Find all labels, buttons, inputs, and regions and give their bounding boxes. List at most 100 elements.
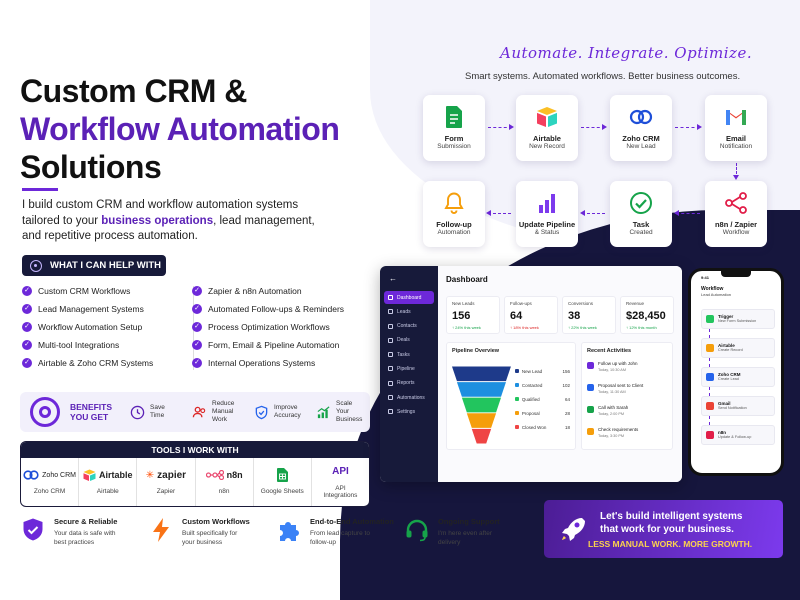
step-title: n8n bbox=[718, 429, 727, 435]
airtable-icon bbox=[537, 107, 557, 127]
arrow-icon bbox=[488, 124, 514, 130]
step-title: Zoho CRM bbox=[718, 371, 741, 377]
zoho-icon bbox=[706, 373, 714, 381]
check-icon: ✓ bbox=[22, 304, 32, 314]
nav-item-automations[interactable]: Automations bbox=[384, 391, 434, 404]
tool-name-l2: Integrations bbox=[323, 492, 358, 499]
nav-item-contacts[interactable]: Contacts bbox=[384, 320, 434, 333]
benefit-l1: Reduce bbox=[212, 400, 235, 407]
arrow-icon bbox=[674, 210, 700, 216]
stat-label: Revenue bbox=[626, 301, 645, 306]
tool-n8n: n8n n8n bbox=[196, 458, 254, 506]
stat-label: Conversions bbox=[568, 301, 594, 306]
funnel-segment bbox=[456, 382, 506, 397]
nav-item-pipeline[interactable]: Pipeline bbox=[384, 362, 434, 375]
benefits-title-l2: YOU GET bbox=[70, 412, 109, 422]
feature-desc-l2: best practices bbox=[54, 539, 95, 546]
step-sub: New Form Submission bbox=[718, 319, 757, 323]
step-title: Gmail bbox=[718, 400, 731, 406]
service-item: ✓Custom CRM Workflows bbox=[22, 286, 192, 296]
back-arrow-icon[interactable]: ← bbox=[389, 274, 397, 283]
nav-item-leads[interactable]: Leads bbox=[384, 305, 434, 318]
nav-item-settings[interactable]: Settings bbox=[384, 405, 434, 418]
intro-highlight: business operations bbox=[101, 214, 214, 227]
gmail-icon bbox=[706, 402, 714, 410]
nav-label: Leads bbox=[397, 308, 411, 315]
funnel-value: 28 bbox=[564, 410, 570, 416]
intro-text: I build custom CRM and workflow automati… bbox=[22, 198, 322, 245]
cta-subtext: LESS MANUAL WORK. MORE GROWTH. bbox=[588, 538, 753, 549]
dashboard-mockup: ← Dashboard Leads Contacts Deals Tasks P… bbox=[380, 266, 682, 482]
feature-desc: Your data is safe with bbox=[54, 530, 116, 537]
nav-item-tasks[interactable]: Tasks bbox=[384, 348, 434, 361]
tool-logo-text: Zoho CRM bbox=[42, 471, 76, 479]
phone-title: Workflow bbox=[701, 286, 724, 292]
workflow-sub: New Lead bbox=[626, 143, 656, 150]
check-icon: ✓ bbox=[192, 286, 202, 296]
nav-item-dashboard[interactable]: Dashboard bbox=[384, 291, 434, 304]
help-badge: WHAT I CAN HELP WITH bbox=[22, 255, 166, 276]
activity-title: Check requirements bbox=[598, 427, 639, 432]
nav-item-deals[interactable]: Deals bbox=[384, 334, 434, 347]
step-connector bbox=[709, 387, 710, 396]
activity-time: Today, 3:30 PM bbox=[598, 434, 625, 438]
stat-value: 38 bbox=[568, 310, 581, 322]
workflow-card-task: Task Created bbox=[610, 181, 672, 247]
step-connector bbox=[709, 329, 710, 338]
service-item: ✓Process Optimization Workflows bbox=[192, 322, 362, 332]
arrow-icon bbox=[486, 210, 511, 216]
service-item: ✓Automated Follow-ups & Reminders bbox=[192, 304, 362, 314]
feature-desc-l2: follow-up bbox=[310, 539, 337, 546]
check-circle-icon bbox=[630, 192, 652, 214]
n8n-icon bbox=[205, 470, 224, 481]
pipeline-title: Pipeline Overview bbox=[452, 348, 500, 354]
funnel-label: Closed Won bbox=[521, 424, 547, 430]
service-label: Workflow Automation Setup bbox=[38, 322, 143, 332]
check-icon: ✓ bbox=[22, 358, 32, 368]
trigger-icon bbox=[706, 315, 714, 323]
bell-icon bbox=[444, 192, 464, 214]
workflow-card-zoho: Zoho CRM New Lead bbox=[610, 95, 672, 161]
benefit-l1: Scale bbox=[336, 400, 353, 407]
funnel-chart bbox=[452, 366, 511, 444]
check-icon: ✓ bbox=[22, 340, 32, 350]
funnel-segment bbox=[461, 397, 502, 413]
reports-icon bbox=[388, 380, 393, 386]
zapier-asterisk-icon: ✳ bbox=[145, 469, 155, 481]
tool-name: n8n bbox=[218, 488, 230, 496]
activities-title: Recent Activities bbox=[587, 348, 632, 354]
step-title: Trigger bbox=[718, 313, 734, 319]
nav-label: Reports bbox=[397, 380, 415, 387]
funnel-value: 64 bbox=[564, 396, 570, 402]
nav-item-reports[interactable]: Reports bbox=[384, 377, 434, 390]
service-label: Internal Operations Systems bbox=[208, 358, 316, 368]
user-icon bbox=[587, 362, 594, 369]
title-line-3: Solutions bbox=[20, 149, 162, 185]
bar-chart-icon bbox=[539, 194, 555, 213]
funnel-label: Contacted bbox=[521, 382, 543, 388]
workflow-title: Follow-up bbox=[436, 220, 472, 229]
title-underline bbox=[22, 188, 58, 191]
workflow-sub: Submission bbox=[437, 143, 471, 150]
arrow-icon bbox=[580, 210, 605, 216]
nav-label: Contacts bbox=[397, 323, 417, 330]
activity-time: Today, 10:30 AM bbox=[598, 368, 627, 372]
workflow-sub: & Status bbox=[534, 229, 560, 236]
